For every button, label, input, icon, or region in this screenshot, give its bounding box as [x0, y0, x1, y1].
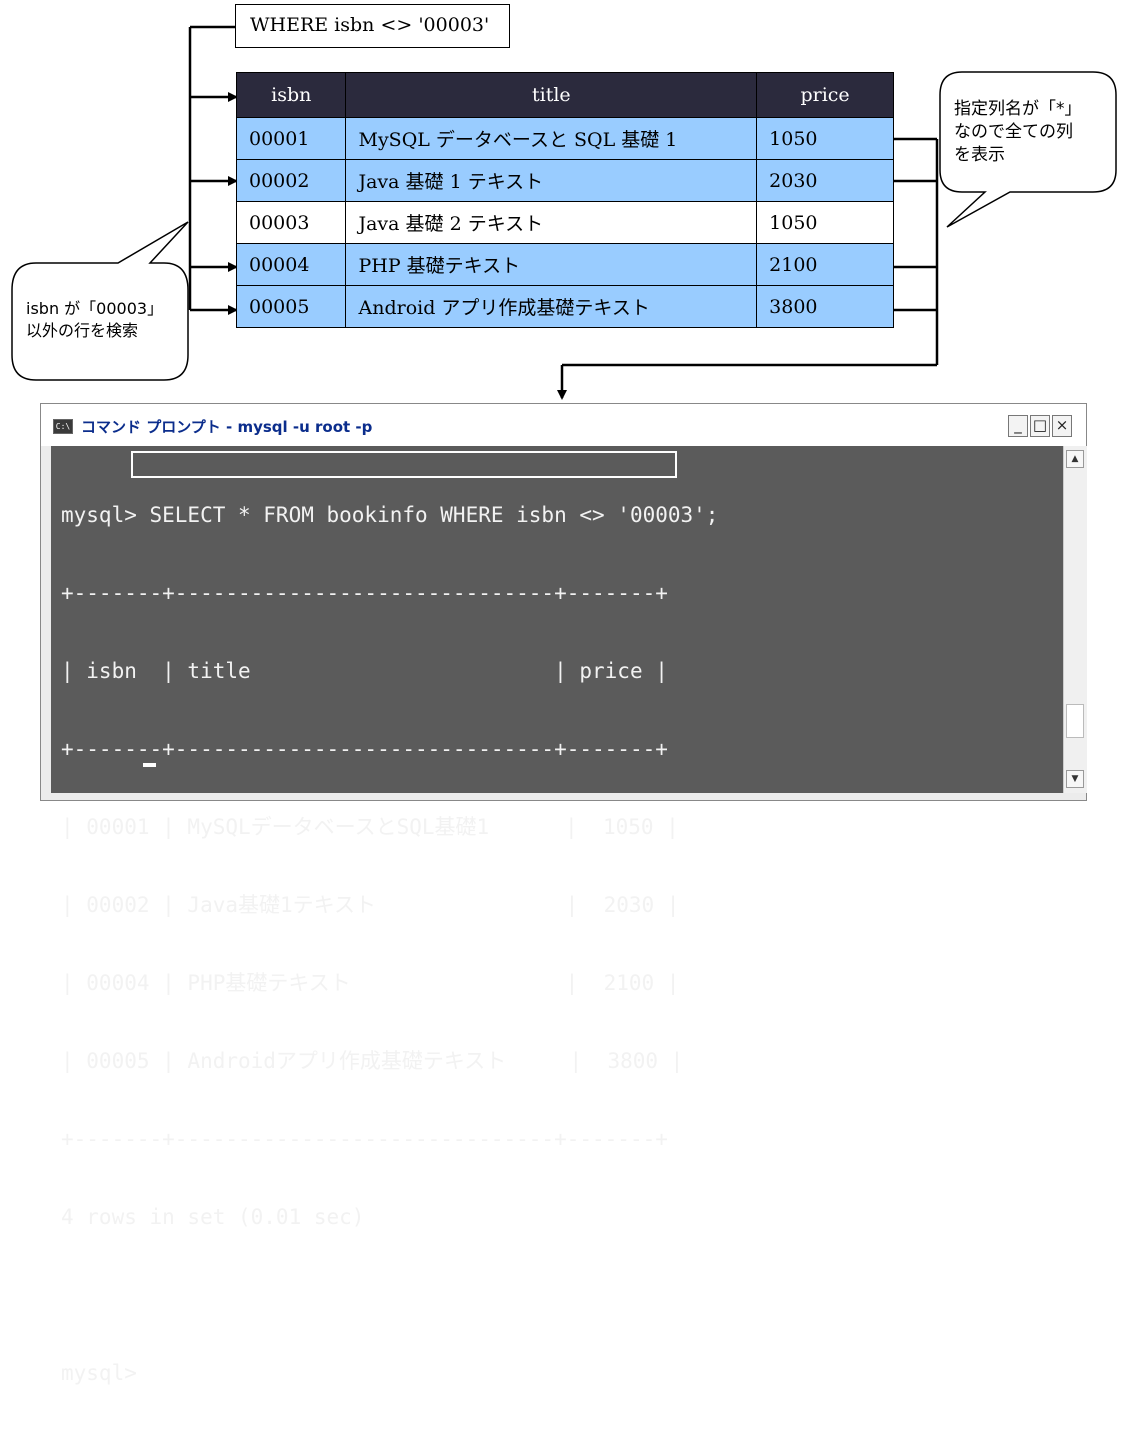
text-cursor [143, 763, 156, 767]
cell-price: 2030 [756, 159, 894, 202]
where-clause-box: WHERE isbn <> '00003' [235, 4, 510, 48]
console-line-prompt: mysql> [61, 1361, 150, 1385]
cell-price: 3800 [756, 285, 894, 328]
cell-title: MySQL データベースと SQL 基礎 1 [345, 117, 758, 160]
cell-price: 1050 [756, 201, 894, 244]
console-line: +-------+------------------------------+… [61, 1127, 668, 1151]
speech-bubble-left [11, 221, 189, 381]
console-line: 4 rows in set (0.01 sec) [61, 1205, 365, 1229]
table-row-excluded: 00003 Java 基礎 2 テキスト 1050 [235, 201, 894, 244]
cell-price: 1050 [756, 117, 894, 160]
console-line: | 00004 | PHP基礎テキスト | 2100 | [61, 971, 680, 995]
scroll-down-arrow-icon[interactable]: ▼ [1066, 770, 1084, 788]
console-line-command: mysql> SELECT * FROM bookinfo WHERE isbn… [61, 503, 719, 527]
scroll-up-arrow-icon[interactable]: ▲ [1066, 450, 1084, 468]
bookinfo-table: isbn title price 00001 MySQL データベースと SQL… [235, 72, 894, 328]
command-prompt-window: C:\ コマンド プロンプト - mysql -u root -p _ □ × … [40, 403, 1087, 1385]
maximize-button[interactable]: □ [1030, 415, 1050, 437]
cell-title: Java 基礎 1 テキスト [345, 159, 758, 202]
vertical-scrollbar[interactable]: ▲ ▼ [1063, 446, 1087, 793]
header-title: title [345, 72, 758, 118]
console-line: +-------+------------------------------+… [61, 581, 668, 605]
console-line: +-------+------------------------------+… [61, 737, 668, 761]
cell-price: 2100 [756, 243, 894, 286]
minimize-button[interactable]: _ [1008, 415, 1028, 437]
cell-isbn: 00003 [235, 201, 347, 244]
header-isbn: isbn [235, 72, 347, 118]
command-highlight-box [131, 451, 677, 478]
window-titlebar[interactable]: C:\ コマンド プロンプト - mysql -u root -p _ □ × [41, 404, 1086, 446]
console-app-icon: C:\ [53, 419, 73, 434]
close-button[interactable]: × [1052, 415, 1072, 437]
cell-title: Android アプリ作成基礎テキスト [345, 285, 758, 328]
cell-isbn: 00005 [235, 285, 347, 328]
scroll-thumb[interactable] [1066, 704, 1084, 738]
table-row: 00004 PHP 基礎テキスト 2100 [235, 243, 894, 286]
right-bracket [557, 137, 939, 400]
console-output-area[interactable]: mysql> SELECT * FROM bookinfo WHERE isbn… [51, 446, 1063, 1385]
console-text: mysql> SELECT * FROM bookinfo WHERE isbn… [61, 450, 718, 1438]
header-price: price [756, 72, 894, 118]
bubble-left-text: isbn が「00003」 以外の行を検索 [26, 299, 164, 340]
window-title: コマンド プロンプト - mysql -u root -p [81, 418, 373, 436]
speech-bubble-right [939, 71, 1117, 228]
bubble-right-text: 指定列名が「*」 なので全ての列 を表示 [954, 99, 1082, 165]
console-line: | 00001 | MySQLデータベースとSQL基礎1 | 1050 | [61, 815, 679, 839]
console-line [61, 1282, 718, 1308]
left-bracket [188, 25, 238, 315]
console-line: | 00005 | Androidアプリ作成基礎テキスト | 3800 | [61, 1049, 684, 1073]
cell-isbn: 00004 [235, 243, 347, 286]
table-row: 00001 MySQL データベースと SQL 基礎 1 1050 [235, 117, 894, 160]
cell-title: PHP 基礎テキスト [345, 243, 758, 286]
cell-isbn: 00001 [235, 117, 347, 160]
console-line: | 00002 | Java基礎1テキスト | 2030 | [61, 893, 680, 917]
console-line: | isbn | title | price | [61, 659, 668, 683]
table-header-row: isbn title price [235, 72, 894, 118]
cell-title: Java 基礎 2 テキスト [345, 201, 758, 244]
table-row: 00005 Android アプリ作成基礎テキスト 3800 [235, 285, 894, 328]
diagram-connectors [11, 25, 1117, 400]
cell-isbn: 00002 [235, 159, 347, 202]
table-row: 00002 Java 基礎 1 テキスト 2030 [235, 159, 894, 202]
